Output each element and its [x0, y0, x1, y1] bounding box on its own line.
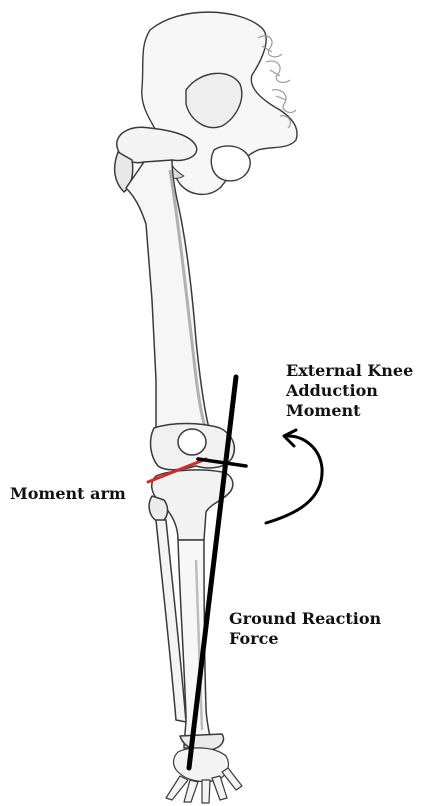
- ground-reaction-force-label: Ground Reaction Force: [229, 609, 381, 649]
- moment-direction-arrow-icon: [266, 430, 322, 523]
- foot-illustration: [166, 748, 242, 803]
- external-knee-adduction-moment-label: External Knee Adduction Moment: [286, 361, 413, 421]
- moment-arm-label: Moment arm: [10, 484, 126, 504]
